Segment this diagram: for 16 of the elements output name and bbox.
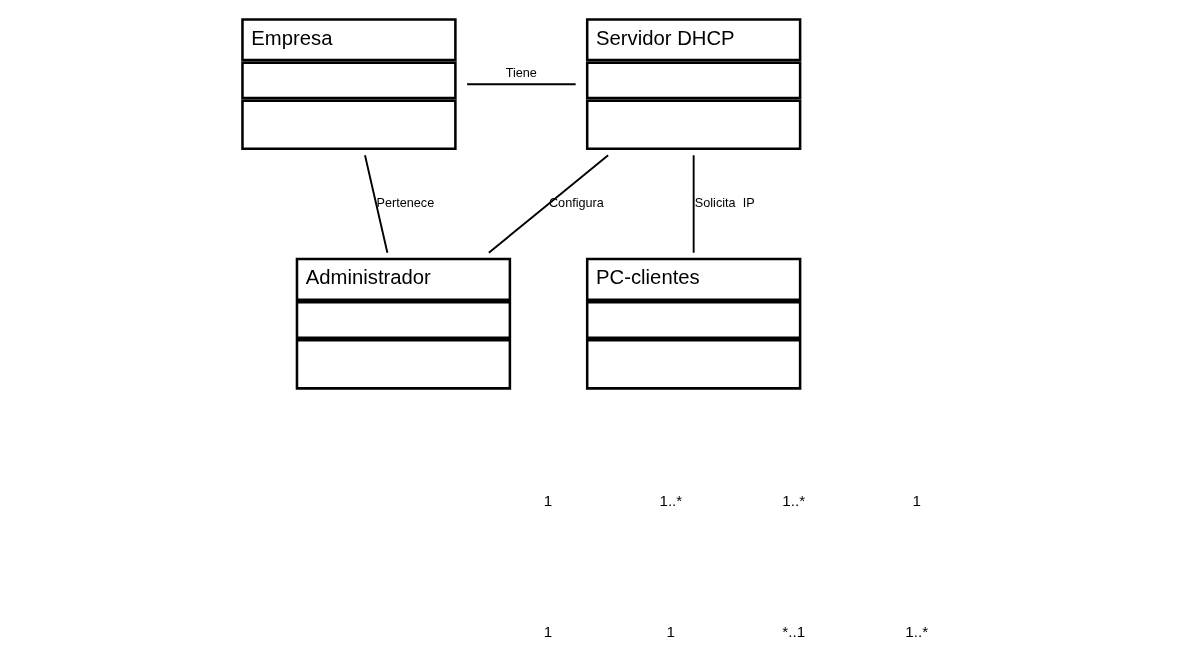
connector	[692, 154, 695, 254]
edge-label: Pertenece	[375, 196, 434, 211]
label: 1	[666, 622, 675, 640]
edge-label: Configura	[548, 196, 604, 211]
label: *..1	[781, 622, 805, 640]
label: 1	[543, 622, 552, 640]
label: 1..*	[781, 492, 805, 510]
label: 1	[543, 492, 552, 510]
label: 1	[911, 492, 921, 510]
edge-label: Solicita IP	[694, 196, 755, 211]
label: 1..*	[904, 622, 928, 640]
connector	[487, 154, 609, 254]
connector	[363, 154, 388, 254]
label: 1..*	[658, 492, 682, 510]
connector	[465, 83, 577, 86]
edge-label: Tiene	[505, 65, 537, 80]
